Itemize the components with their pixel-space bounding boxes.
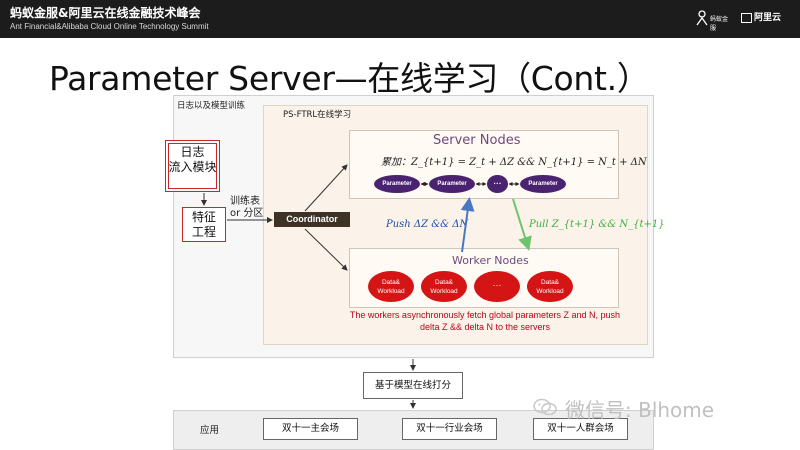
pull-label: Pull Z_{t+1} && N_{t+1}	[529, 219, 665, 230]
aliyun-logo-text: 阿里云	[754, 13, 782, 23]
coordinator-box: Coordinator	[274, 212, 350, 227]
ant-logo-text: 蚂蚁金服	[710, 16, 729, 32]
aliyun-logo: 阿里云	[741, 10, 781, 23]
crowd-venue-box: 双十一人群会场	[533, 418, 628, 440]
push-label: Push ΔZ && ΔN	[386, 219, 469, 230]
log-training-label: 日志以及模型训练	[177, 101, 246, 111]
parameter-node: Parameter	[520, 175, 566, 193]
worker-node: Data& Workload	[527, 271, 573, 302]
ant-logo-icon	[696, 10, 708, 26]
application-label: 应用	[200, 425, 220, 436]
workers-note: The workers asynchronously fetch global …	[349, 310, 621, 332]
parameter-node: Parameter	[429, 175, 475, 193]
accumulate-formula: 累加：Z_{t+1} = Z_t + ΔZ && N_{t+1} = N_t +…	[381, 157, 647, 168]
event-title: 蚂蚁金服&阿里云在线金融技术峰会	[10, 6, 201, 20]
ant-financial-logo: 蚂蚁金服	[695, 8, 731, 32]
event-subtitle: Ant Financial&Alibaba Cloud Online Techn…	[10, 22, 209, 31]
aliyun-bracket-icon	[741, 12, 752, 23]
worker-node: Data& Workload	[368, 271, 414, 302]
parameter-node-ellipsis: ···	[487, 175, 508, 193]
feature-engineering-box: 特征 工程	[182, 207, 226, 242]
ps-ftrl-label: PS-FTRL在线学习	[283, 110, 352, 120]
worker-node-ellipsis: ···	[474, 271, 520, 302]
log-inflow-box: 日志 流入模块	[165, 140, 220, 192]
wechat-watermark-icon	[533, 398, 557, 416]
main-venue-box: 双十一主会场	[263, 418, 358, 440]
feature-engineering-text: 特征 工程	[191, 210, 216, 239]
log-inflow-text: 日志 流入模块	[168, 145, 217, 174]
industry-venue-box: 双十一行业会场	[402, 418, 497, 440]
log-inflow-inner-border	[168, 143, 217, 189]
online-scoring-box: 基于模型在线打分	[363, 372, 463, 399]
server-nodes-title: Server Nodes	[433, 133, 521, 148]
watermark-text: 微信号: Blhome	[565, 398, 715, 422]
slide-title: Parameter Server—在线学习（Cont.）	[49, 59, 650, 98]
worker-nodes-title: Worker Nodes	[452, 254, 529, 267]
parameter-node: Parameter	[374, 175, 420, 193]
train-table-label: 训练表 or 分区	[230, 196, 264, 219]
header-bar: 蚂蚁金服&阿里云在线金融技术峰会 Ant Financial&Alibaba C…	[0, 0, 800, 38]
worker-node: Data& Workload	[421, 271, 467, 302]
